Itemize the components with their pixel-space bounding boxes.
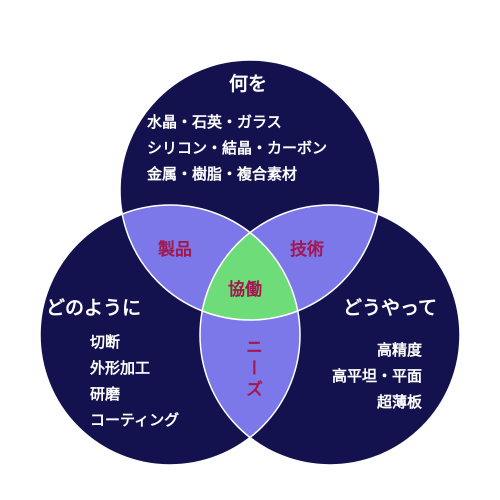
top-circle-item: シリコン・結晶・カーボン	[147, 139, 328, 157]
top-circle-item: 水晶・石英・ガラス	[147, 113, 282, 131]
left-circle-item: 研磨	[90, 385, 121, 403]
top-circle-title: 何を	[229, 73, 268, 95]
overlap-label-top-right: 技術	[290, 240, 324, 260]
outline-top	[119, 59, 381, 321]
right-circle-item: 超薄板	[376, 393, 422, 411]
left-circle-title: どのように	[46, 297, 142, 319]
left-circle-item: コーティング	[90, 411, 180, 429]
top-circle-item: 金属・樹脂・複合素材	[147, 165, 298, 183]
left-circle-item: 切断	[90, 333, 121, 351]
right-circle-item: 高精度	[376, 341, 422, 359]
outline-right	[199, 204, 461, 466]
overlap-center	[200, 205, 300, 320]
overlap-label-left-right: ニーズ	[242, 338, 262, 401]
overlap-label-top-left: 製品	[158, 240, 192, 260]
overlap-label-center: 協働	[228, 280, 262, 300]
right-circle-title: どうやって	[343, 297, 438, 319]
left-circle-item: 外形加工	[90, 359, 151, 377]
right-circle-item: 高平坦・平面	[331, 367, 422, 385]
outline-left	[39, 204, 301, 466]
